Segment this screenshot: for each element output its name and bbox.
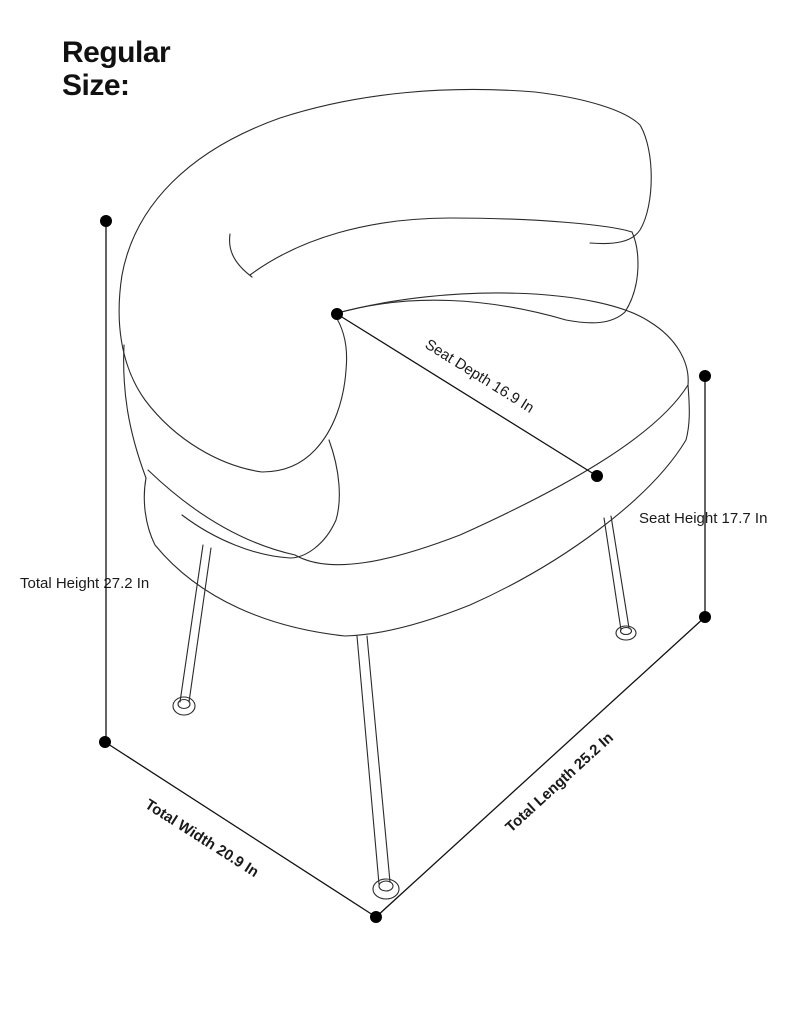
front-corner-dot [370,911,382,923]
seat-height-bottom-dot [699,611,711,623]
total-length-line [375,616,706,918]
seat-depth-start-dot [331,308,343,320]
chair-leg-front [356,635,400,900]
total-width-label: Total Width 20.9 In [142,796,262,881]
total-width-line [104,741,377,918]
total-height-bottom-dot [99,736,111,748]
seat-height-label: Seat Height 17.7 In [639,510,767,527]
total-height-top-dot [100,215,112,227]
chair-leg-back-left [172,544,212,716]
chair-backrest [118,88,652,559]
chair-leg-back-right [603,515,637,641]
page-title: Regular Size: [62,36,171,102]
title-line-1: Regular [62,36,171,69]
title-line-2: Size: [62,69,130,102]
seat-height-top-dot [699,370,711,382]
total-length-label: Total Length 25.2 In [502,729,617,836]
seat-depth-label: Seat Depth 16.9 In [422,336,537,417]
seat-depth-end-dot [591,470,603,482]
chair-seat [143,292,690,637]
total-height-label: Total Height 27.2 In [20,575,149,592]
seat-depth-line [336,313,598,477]
